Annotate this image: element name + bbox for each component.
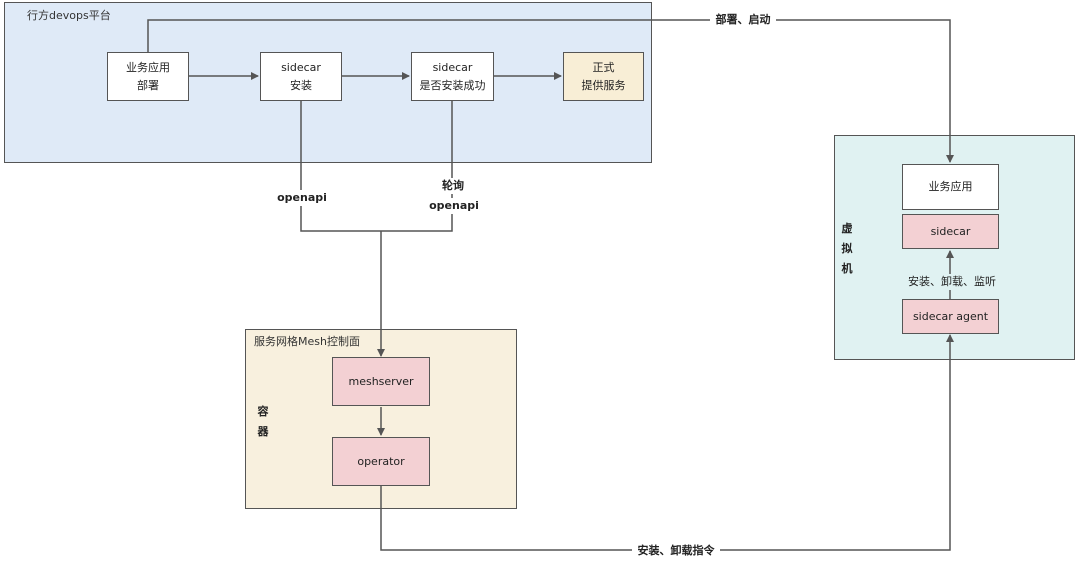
- install-uninstall-listen-label: 安装、卸载、监听: [904, 274, 1000, 290]
- arrow-operator-to-agent: [380, 334, 954, 551]
- formal-service-line2: 提供服务: [581, 78, 626, 92]
- sidecar-agent-node: sidecar agent: [902, 299, 999, 334]
- container-side-label: 容器: [257, 405, 269, 438]
- formal-service-node: 正式 提供服务: [563, 52, 644, 101]
- vm-side-label: 虚拟机: [841, 222, 853, 275]
- vm-business-app-node: 业务应用: [902, 164, 999, 210]
- formal-service-line1: 正式: [592, 60, 615, 74]
- vm-sidecar-node: sidecar: [902, 214, 999, 249]
- deploy-app-line2: 部署: [137, 78, 159, 92]
- sidecar-check-line1: sidecar: [432, 60, 473, 74]
- sidecar-check-node: sidecar 是否安装成功: [411, 52, 494, 101]
- deploy-app-line1: 业务应用: [126, 60, 170, 74]
- arrow-deploy-start: [147, 19, 954, 163]
- poll-label-line2: openapi: [428, 198, 480, 214]
- operator-node: operator: [332, 437, 430, 486]
- sidecar-install-line2: 安装: [290, 78, 312, 92]
- poll-label-line1: 轮询: [440, 178, 466, 194]
- sidecar-install-line1: sidecar: [281, 60, 321, 74]
- openapi-label: openapi: [276, 190, 328, 206]
- devops-platform-title: 行方devops平台: [27, 9, 111, 22]
- meshserver-node: meshserver: [332, 357, 430, 406]
- deploy-start-label: 部署、启动: [710, 12, 776, 28]
- deploy-app-node: 业务应用 部署: [107, 52, 189, 101]
- sidecar-check-line2: 是否安装成功: [419, 78, 486, 92]
- line-install-openapi: [300, 101, 453, 232]
- install-uninstall-command-label: 安装、卸载指令: [632, 543, 720, 559]
- sidecar-install-node: sidecar 安装: [260, 52, 342, 101]
- mesh-control-plane-title: 服务网格Mesh控制面: [254, 335, 360, 348]
